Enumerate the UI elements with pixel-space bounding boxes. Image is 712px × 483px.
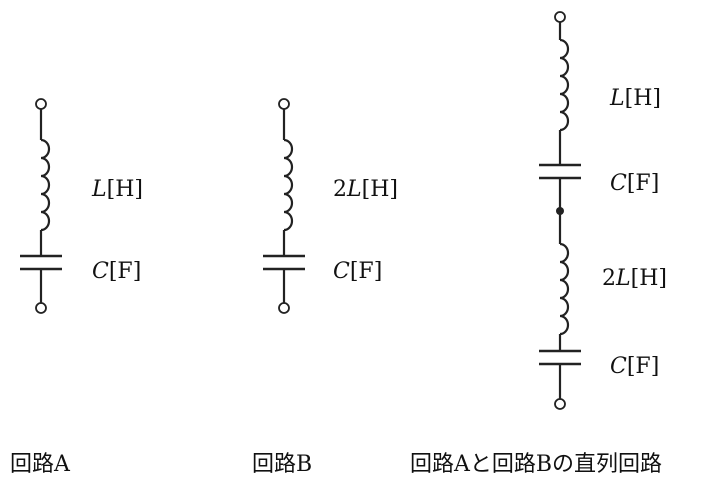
- junction-dot: [556, 207, 564, 215]
- capacitor-label: C[F]: [333, 259, 382, 284]
- circuit-a: L[H] C[F]: [20, 98, 143, 314]
- inductor-coil: [283, 138, 294, 232]
- caption-circuit-a: 回路A: [10, 452, 70, 477]
- terminal-bottom: [554, 398, 566, 410]
- inductor-coil: [40, 138, 51, 232]
- terminal-top: [278, 98, 290, 110]
- capacitor-label: C[F]: [610, 171, 659, 196]
- terminal-top: [35, 98, 47, 110]
- terminal-bottom: [35, 302, 47, 314]
- inductor-coil: [559, 242, 570, 336]
- caption-series-circuit: 回路Aと回路Bの直列回路: [410, 452, 663, 477]
- inductor-label: 2L[H]: [602, 266, 667, 291]
- capacitor-label: C[F]: [92, 259, 141, 284]
- caption-circuit-b: 回路B: [252, 452, 313, 477]
- capacitor-label: C[F]: [610, 354, 659, 379]
- terminal-top: [554, 11, 566, 23]
- inductor-coil: [559, 38, 570, 132]
- inductor-label: 2L[H]: [333, 177, 398, 202]
- inductor-label: L[H]: [609, 86, 661, 111]
- terminal-bottom: [278, 302, 290, 314]
- inductor-label: L[H]: [91, 177, 143, 202]
- circuit-b: 2L[H] C[F]: [263, 98, 398, 314]
- circuit-series: L[H] C[F] 2L[H] C[F]: [539, 11, 667, 410]
